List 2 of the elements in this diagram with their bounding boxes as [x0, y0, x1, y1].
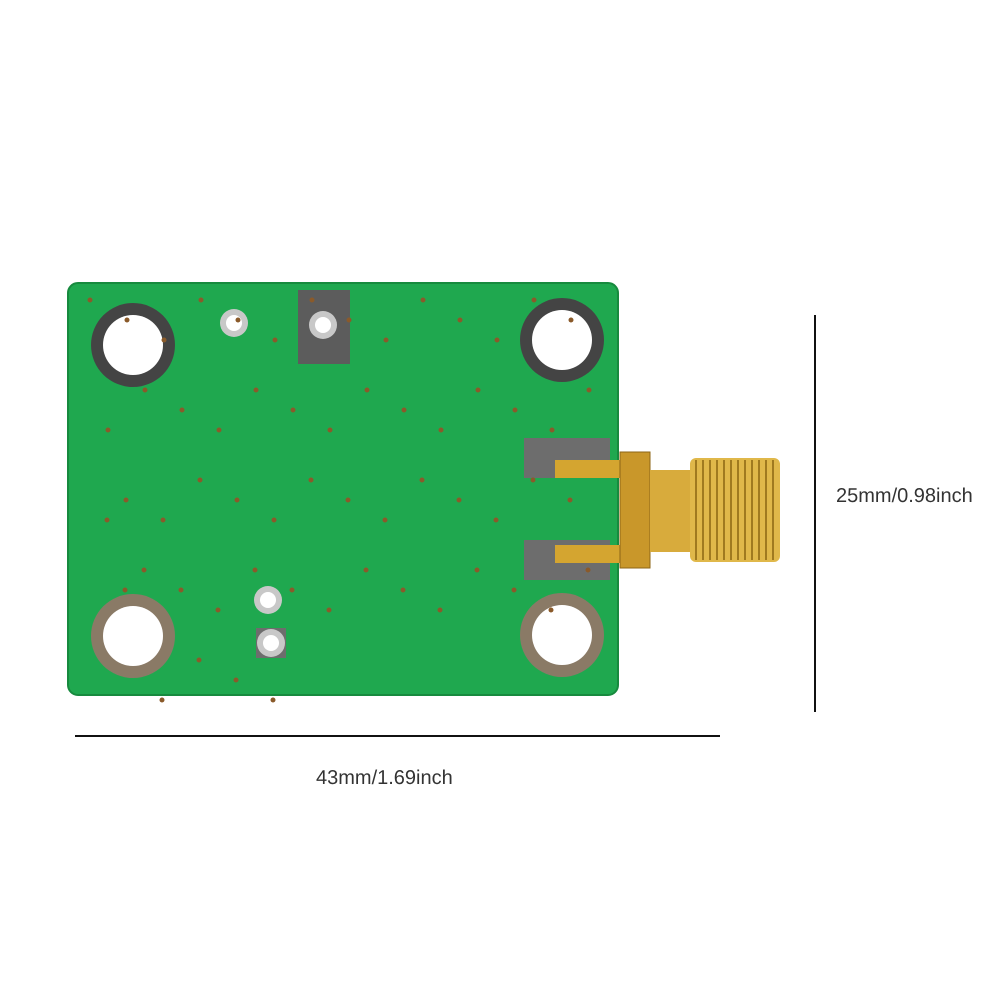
dimension-label: 43mm/1.69inch — [316, 767, 453, 790]
dimension-label: 25mm/0.98inch — [836, 485, 973, 508]
